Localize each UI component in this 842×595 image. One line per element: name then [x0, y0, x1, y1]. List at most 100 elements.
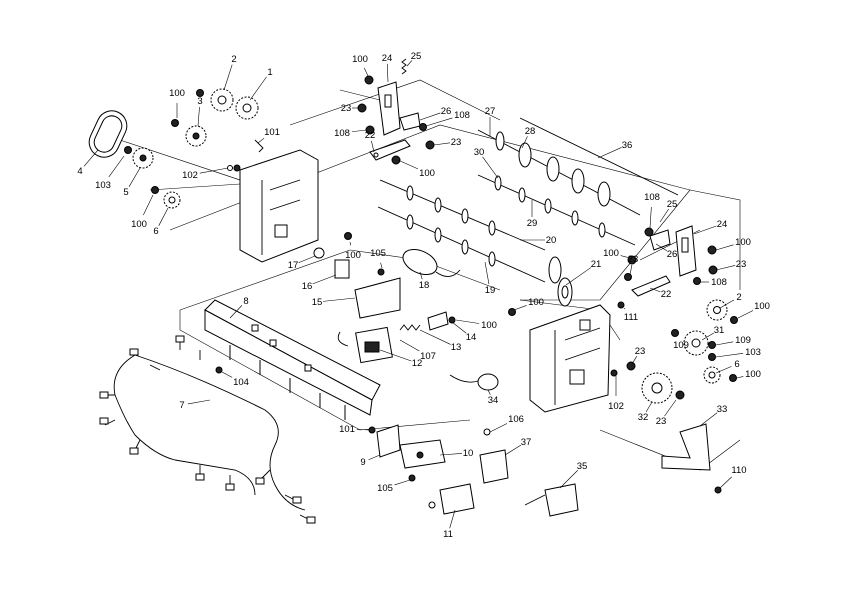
leader-line	[368, 454, 381, 460]
bracket-15-16-17	[313, 247, 401, 319]
link-22-top	[369, 139, 411, 161]
callout-label: 100	[345, 250, 361, 261]
callout-label: 100	[352, 54, 368, 65]
leader-lines	[83, 60, 754, 529]
leader-line	[620, 255, 631, 259]
callout-label: 102	[608, 401, 624, 412]
callout-label: 23	[628, 254, 639, 265]
gear-2-right	[706, 299, 728, 321]
callout-label: 105	[377, 483, 393, 494]
gear-31	[683, 330, 709, 356]
leader-line	[455, 319, 480, 324]
leader-line	[322, 297, 356, 302]
leader-line	[659, 208, 669, 223]
spring-13-14	[399, 311, 456, 331]
callout-label: 100	[528, 297, 544, 308]
parts-bushings-top	[357, 75, 435, 165]
callout-label: 23	[635, 346, 646, 357]
leader-line	[699, 412, 718, 427]
leader-line	[649, 206, 652, 229]
leader-line	[223, 64, 233, 91]
leader-line	[715, 341, 734, 346]
leader-line	[371, 140, 375, 153]
callout-label: 25	[667, 199, 678, 210]
shaft-27-28	[477, 129, 641, 216]
callout-label: 37	[521, 437, 532, 448]
leader-line	[701, 332, 714, 341]
callout-label: 102	[182, 170, 198, 181]
leader-line	[645, 401, 653, 413]
callout-label: 7	[179, 400, 184, 411]
leader-line	[158, 207, 169, 226]
callout-label: 108	[454, 110, 470, 121]
gear-2	[210, 88, 234, 112]
leader-line	[715, 265, 736, 271]
right-side-plate	[529, 304, 611, 413]
callout-label: 29	[527, 218, 538, 229]
belt-4	[88, 110, 128, 158]
callout-label: 100	[603, 248, 619, 259]
callout-label: 1	[267, 67, 272, 78]
sensor-37	[479, 428, 509, 484]
callout-label: 22	[661, 289, 672, 300]
callout-label: 30	[474, 147, 485, 158]
leader-line	[484, 261, 490, 285]
callout-label: 108	[711, 277, 727, 288]
callout-label: 5	[123, 187, 128, 198]
leader-line	[363, 67, 369, 77]
callout-label: 103	[95, 180, 111, 191]
leader-line	[419, 329, 451, 345]
leader-line	[399, 339, 420, 352]
callout-label: 12	[412, 358, 423, 369]
callout-label: 11	[443, 529, 453, 540]
callout-label: 33	[717, 404, 728, 415]
bracket-24-top	[377, 58, 407, 136]
callout-label: 100	[745, 369, 761, 380]
callout-label: 26	[441, 106, 452, 117]
pulley-21	[548, 256, 573, 307]
callout-label: 104	[233, 377, 249, 388]
leader-line	[715, 244, 734, 251]
leader-line	[715, 353, 744, 358]
leader-line	[629, 264, 633, 276]
callout-label: 28	[525, 126, 536, 137]
leader-line	[737, 310, 754, 319]
bushings-left	[124, 89, 352, 240]
callout-label: 36	[622, 140, 633, 151]
callout-label: 23	[736, 259, 747, 270]
bushings-right	[215, 164, 738, 494]
leader-line	[229, 305, 243, 319]
callout-label: 2	[231, 54, 236, 65]
bracket-10	[399, 439, 446, 469]
gear-6-right	[703, 366, 721, 384]
callout-label: 100	[419, 168, 435, 179]
wire-harness-7	[99, 335, 316, 524]
callout-label: 105	[370, 248, 386, 259]
callout-label: 100	[169, 88, 185, 99]
callout-label: 10	[463, 448, 474, 459]
callout-label: 23	[341, 103, 352, 114]
callout-label: 4	[77, 166, 82, 177]
leader-line	[433, 142, 451, 146]
callout-label: 109	[735, 335, 751, 346]
callout-label: 35	[577, 461, 588, 472]
callout-label: 15	[312, 297, 323, 308]
callout-label: 101	[264, 127, 280, 138]
leader-line	[257, 137, 265, 144]
leader-line	[187, 399, 211, 405]
callout-label: 21	[591, 259, 602, 270]
sensor-11	[428, 483, 475, 515]
leader-line	[406, 60, 413, 67]
leader-line	[128, 167, 141, 187]
leader-line	[715, 366, 732, 374]
left-side-plate	[227, 139, 319, 263]
sensor-35	[524, 483, 579, 517]
callout-label: 23	[656, 416, 667, 427]
leader-line	[249, 76, 267, 101]
leader-line	[719, 299, 734, 309]
leader-line	[439, 453, 463, 456]
callout-label: 13	[451, 342, 462, 353]
gear-1	[235, 96, 259, 120]
leader-line	[397, 159, 418, 170]
